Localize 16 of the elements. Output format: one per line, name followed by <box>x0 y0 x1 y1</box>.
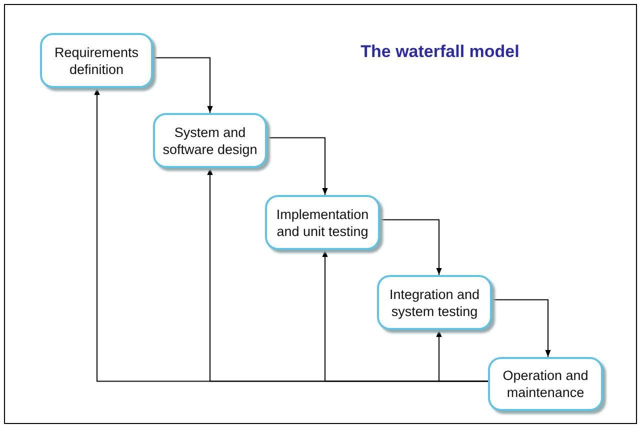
process-box <box>40 33 153 88</box>
diagram-title: The waterfall model <box>360 42 520 62</box>
box-label: System and software design <box>162 124 258 158</box>
arrow <box>266 137 328 196</box>
process-box <box>488 357 603 411</box>
box-label: Operation and maintenance <box>502 367 590 401</box>
box-label: Integration and system testing <box>388 286 481 320</box>
arrow <box>492 299 551 358</box>
process-box <box>377 275 492 330</box>
arrow <box>152 57 213 114</box>
box-label: Requirements definition <box>53 44 140 78</box>
process-box <box>153 113 267 168</box>
box-label: Implementation and unit testing <box>275 206 370 240</box>
process-box <box>265 195 380 250</box>
arrow <box>436 330 488 382</box>
arrow <box>380 219 442 276</box>
